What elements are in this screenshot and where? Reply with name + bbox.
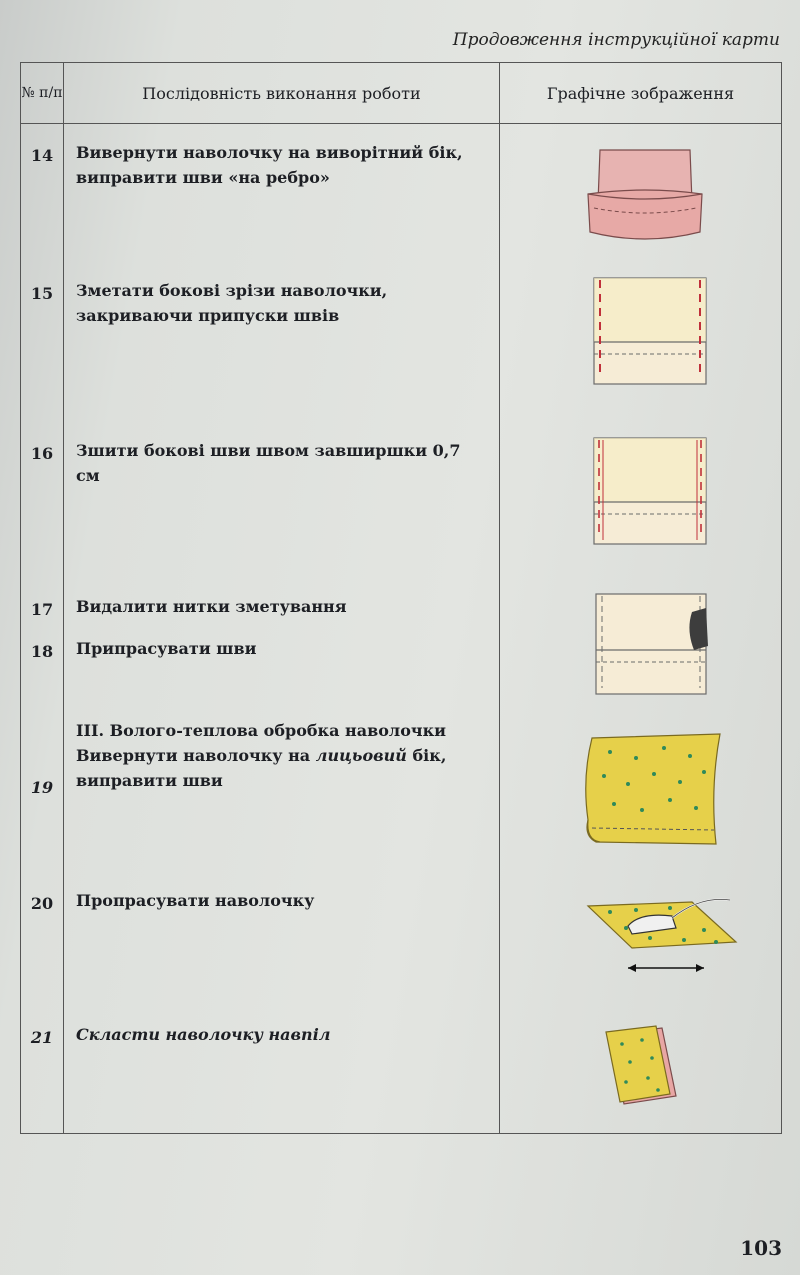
table-row: 21 Скласти наволочку навпіл — [20, 1017, 782, 1134]
row-text-19: Вивернути наволочку на лицьовий бік, вип… — [76, 745, 447, 790]
row-number: 18 — [20, 633, 64, 714]
row-text: Зшити бокові шви швом завширшки 0,7 см — [63, 421, 500, 582]
page-number: 103 — [740, 1236, 782, 1260]
row-number: 17 — [20, 581, 64, 634]
table-row: 15 Зметати бокові зрізи наволочки, закри… — [20, 261, 782, 422]
table-row: 16 Зшити бокові шви швом завширшки 0,7 с… — [20, 421, 782, 582]
stitched-pillowcase-image — [593, 436, 707, 545]
row-text: Припрасувати шви — [63, 633, 500, 714]
row-number-value: 19 — [30, 777, 54, 797]
row-number: 20 — [20, 877, 64, 1018]
basted-pillowcase-image — [593, 276, 707, 385]
column-header-number: № п/п — [20, 62, 64, 124]
pillowcase-face-side-image — [585, 732, 721, 845]
section-heading: III. Волого-теплова обробка наволочки — [76, 720, 446, 740]
table-row: 19 III. Волого-теплова обробка наволочки… — [20, 713, 782, 878]
instruction-table: № п/п Послідовність виконання роботи Гра… — [20, 62, 782, 1134]
row-image — [499, 421, 782, 582]
row-number: 16 — [20, 421, 64, 582]
row-image — [499, 877, 782, 1018]
row-image — [499, 1017, 782, 1134]
folded-pillowcase-image — [605, 1024, 677, 1105]
table-row: 18 Припрасувати шви — [20, 633, 782, 714]
row-text: Вивернути наволочку на виворітний бік, в… — [63, 123, 500, 262]
row-text: Скласти наволочку навпіл — [63, 1017, 500, 1134]
row-number: 14 — [20, 123, 64, 262]
row-number: 15 — [20, 261, 64, 422]
ironing-pillowcase-image — [586, 897, 738, 972]
table-row: 17 Видалити нитки зметування — [20, 581, 782, 714]
row-image — [499, 123, 782, 262]
row-image — [499, 581, 782, 714]
table-header-row: № п/п Послідовність виконання роботи Гра… — [20, 62, 782, 124]
row-text: Видалити нитки зметування — [63, 581, 500, 634]
table-row: 14 Вивернути наволочку на виворітний бік… — [20, 123, 782, 262]
column-header-sequence: Послідовність виконання роботи — [63, 62, 500, 124]
row-image — [499, 713, 782, 878]
row-text: Зметати бокові зрізи наволочки, закриваю… — [63, 261, 500, 422]
row-image — [499, 261, 782, 422]
pillowcase-inverted-image — [587, 149, 703, 240]
row-number-value: 21 — [30, 1027, 54, 1047]
row-number: 19 — [20, 713, 64, 878]
table-row: 20 Пропрасувати наволочку — [20, 877, 782, 1018]
ironing-seams-image — [595, 592, 708, 695]
row-text: Пропрасувати наволочку — [63, 877, 500, 1018]
row-number: 21 — [20, 1017, 64, 1134]
page-header: Продовження інструкційної карти — [452, 30, 780, 50]
row-text: III. Волого-теплова обробка наволочки Ви… — [63, 713, 500, 878]
column-header-image: Графічне зображення — [499, 62, 782, 124]
